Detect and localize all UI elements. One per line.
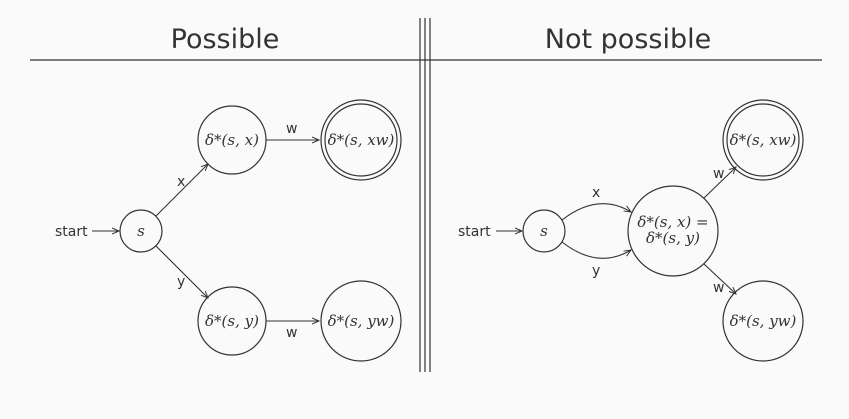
panel-title-possible: Possible: [171, 24, 280, 55]
state-sy-label: δ*(s, y): [205, 312, 259, 330]
state-sxw-label: δ*(s, xw): [328, 131, 395, 149]
state-syw: [722, 280, 804, 362]
edge-s-to-sx: [155, 164, 208, 217]
state-sxw-accepting-outer: [320, 99, 402, 181]
state-sxw-label: δ*(s, xw): [730, 131, 797, 149]
edge-s-to-sy: [155, 245, 208, 298]
not-possible-automaton: start s δ*(s, x) = δ*(s, y) δ*(s, xw) δ*…: [458, 99, 804, 362]
state-sxw-accepting-inner: [726, 103, 800, 177]
edge-x-label: x: [592, 185, 600, 201]
state-sxw-accepting-outer: [722, 99, 804, 181]
state-merged: [627, 185, 719, 277]
state-s-label: s: [540, 222, 548, 240]
edge-w-top-label: w: [286, 121, 297, 137]
state-sx-label: δ*(s, x): [205, 131, 259, 149]
state-s: [119, 209, 163, 253]
state-syw-label: δ*(s, yw): [328, 312, 395, 330]
panel-divider: [419, 18, 431, 372]
edge-y-label: y: [592, 263, 600, 279]
edge-merged-to-syw: [703, 263, 736, 294]
state-merged-label-line1: δ*(s, x) =: [637, 213, 708, 231]
edge-w-bottom-label: w: [713, 280, 724, 296]
edge-s-to-merged-x: [561, 203, 631, 221]
state-merged-label-line2: δ*(s, y): [646, 229, 700, 247]
edge-w-bottom-label: w: [286, 325, 297, 341]
start-label: start: [55, 224, 88, 240]
state-s: [522, 209, 566, 253]
edge-merged-to-sxw: [703, 167, 736, 199]
edge-s-to-merged-y: [561, 241, 631, 259]
state-syw: [320, 280, 402, 362]
start-label: start: [458, 224, 491, 240]
state-sxw-accepting-inner: [324, 103, 398, 177]
state-s-label: s: [137, 222, 145, 240]
state-syw-label: δ*(s, yw): [730, 312, 797, 330]
edge-x-label: x: [177, 174, 185, 190]
edge-y-label: y: [177, 274, 185, 290]
panel-title-not-possible: Not possible: [545, 24, 711, 55]
possible-automaton: start s δ*(s, x) δ*(s, y) δ*(s, xw) δ*(s…: [55, 99, 402, 362]
edge-w-top-label: w: [713, 166, 724, 182]
